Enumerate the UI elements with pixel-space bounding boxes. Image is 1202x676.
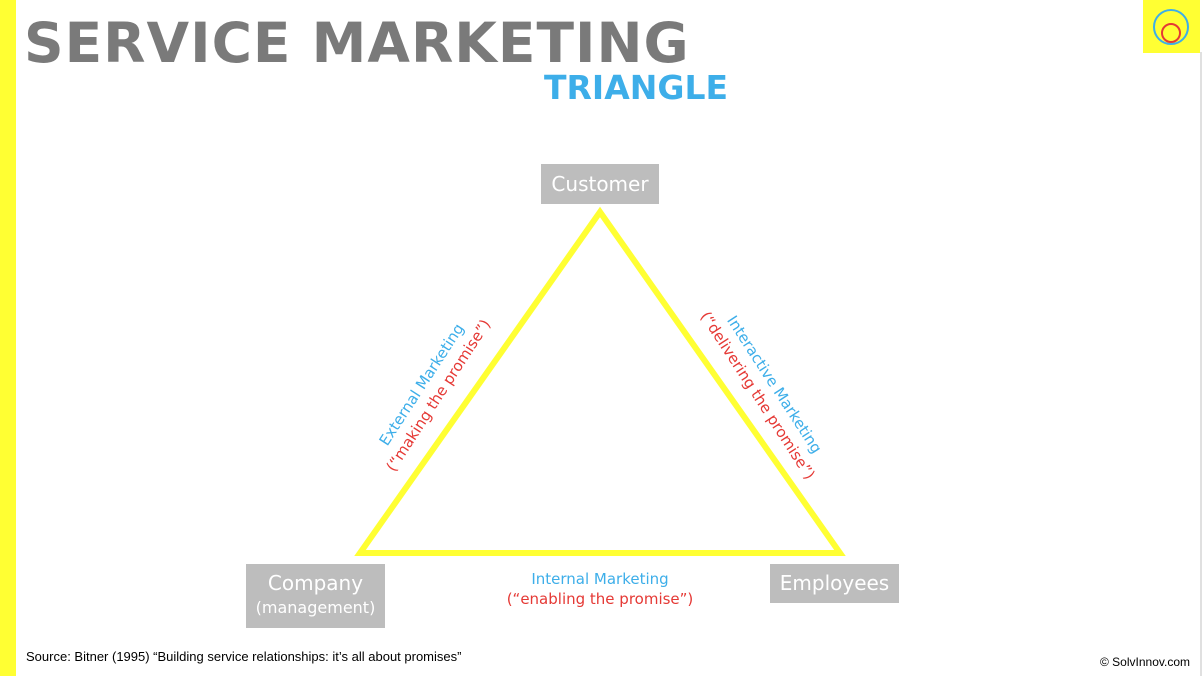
company-node: Company (management)	[246, 564, 385, 628]
logo-circles-icon	[1153, 9, 1189, 45]
internal-marketing-label: Internal Marketing (“enabling the promis…	[480, 569, 720, 609]
left-accent-bar	[0, 0, 16, 676]
internal-marketing-tagline: (“enabling the promise”)	[506, 590, 694, 608]
company-label: Company	[267, 571, 364, 595]
source-citation: Source: Bitner (1995) “Building service …	[26, 649, 462, 664]
employees-node: Employees	[770, 564, 899, 603]
internal-marketing-name: Internal Marketing	[531, 570, 669, 588]
customer-node: Customer	[541, 164, 659, 204]
company-sublabel: (management)	[255, 598, 376, 617]
service-triangle	[354, 206, 846, 556]
copyright-notice: © SolvInnov.com	[1100, 655, 1190, 669]
right-divider	[1200, 52, 1202, 676]
page-title: SERVICE MARKETING	[24, 11, 690, 75]
page-subtitle: TRIANGLE	[544, 68, 729, 107]
logo	[1143, 0, 1200, 53]
